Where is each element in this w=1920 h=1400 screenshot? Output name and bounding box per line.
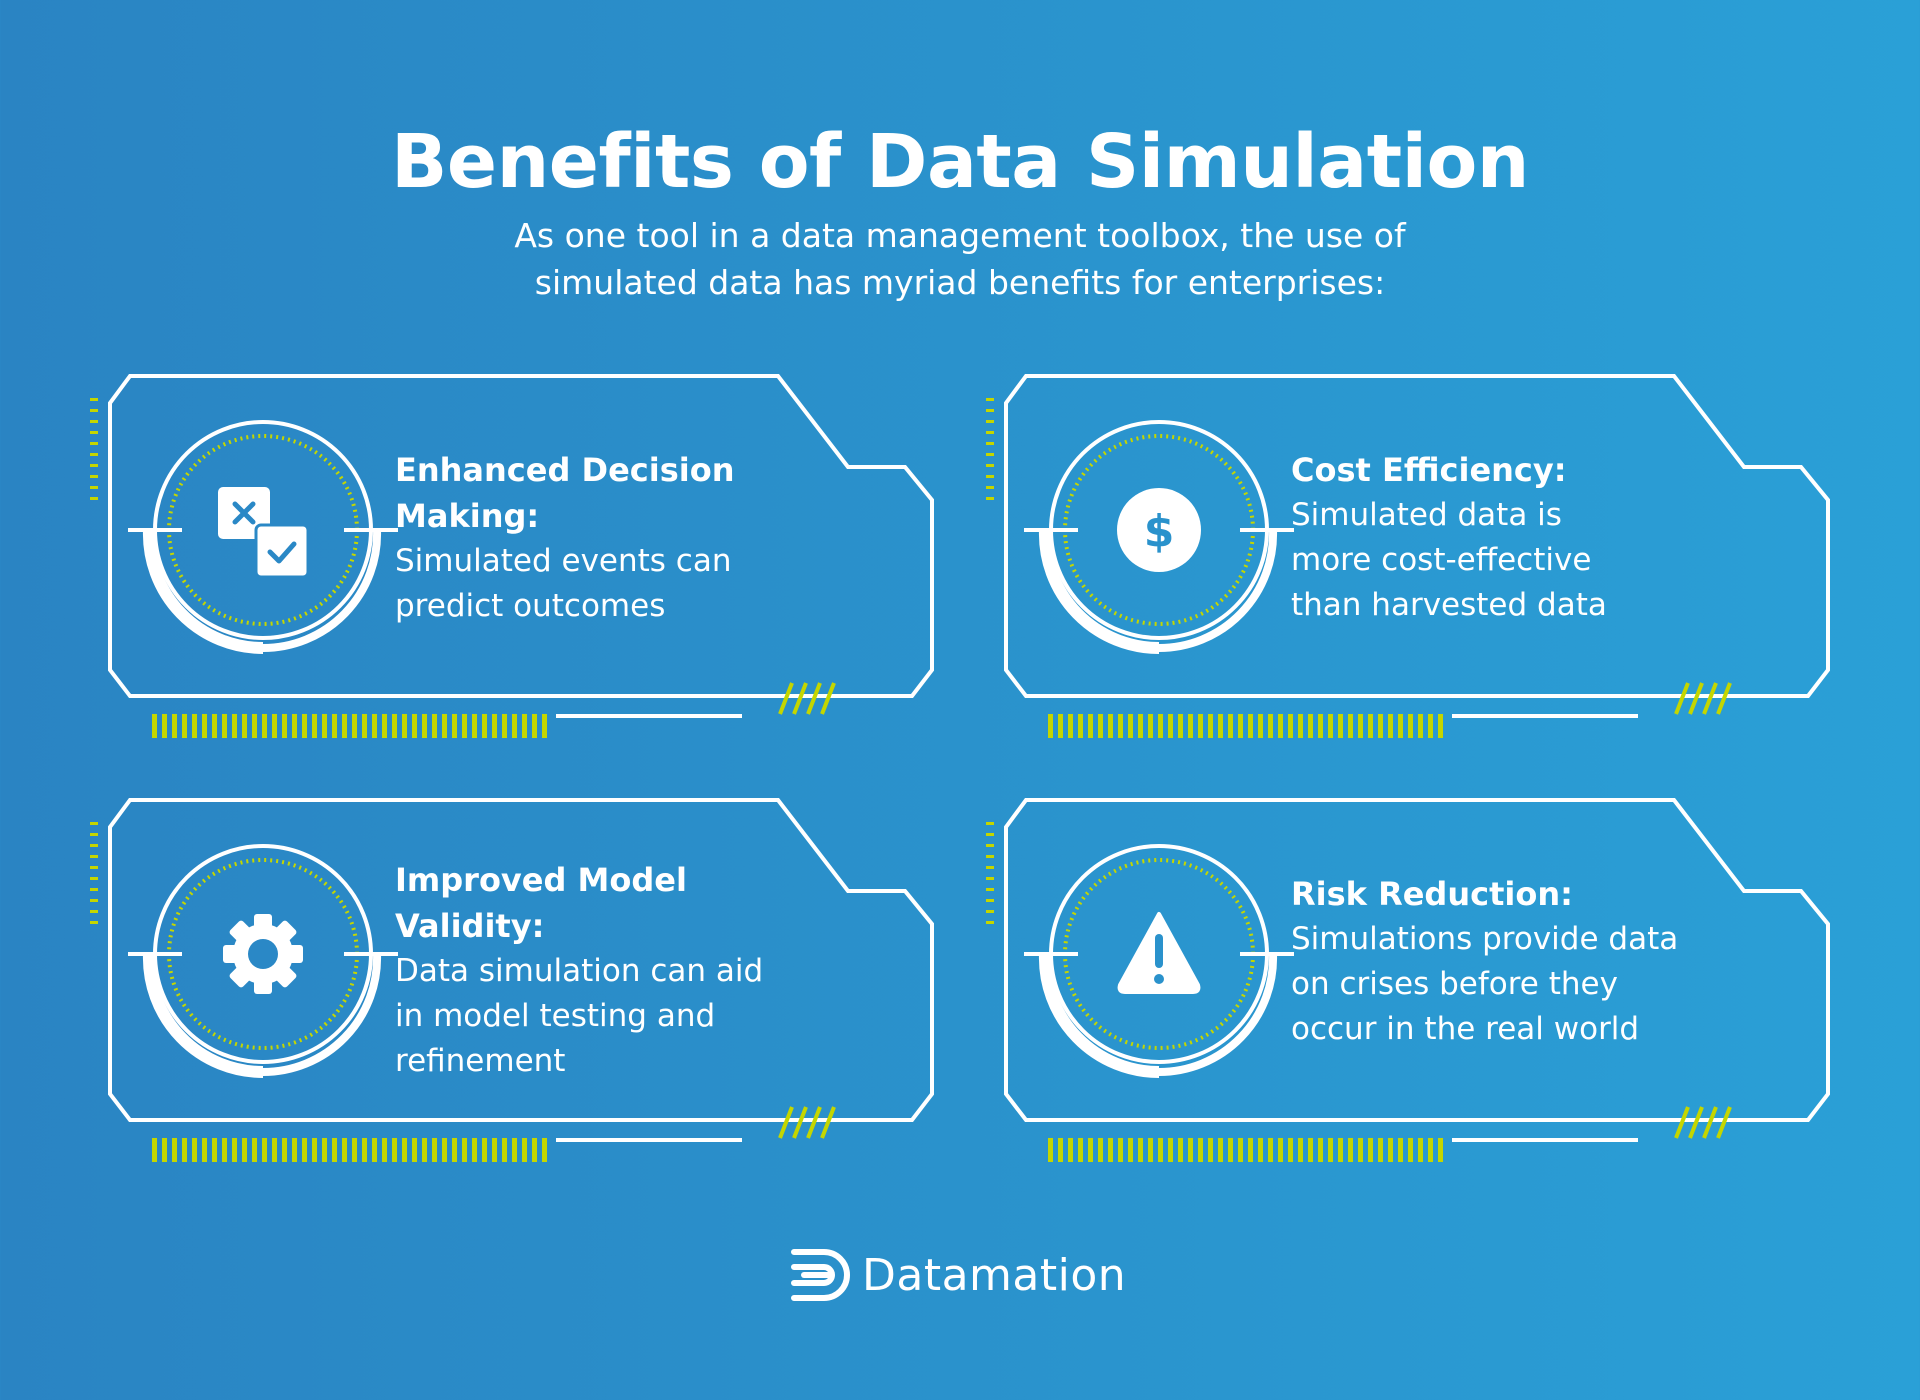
dash-marks-decoration [90,398,98,500]
card-text: Cost Efficiency: Simulated data is more … [1291,447,1731,628]
barcode-decoration [152,1138,547,1162]
card-title: Cost Efficiency: [1291,447,1731,493]
barcode-decoration [1048,714,1443,738]
card-frame [90,374,934,738]
gear-icon [223,914,303,994]
card-title-line: Validity: [395,907,545,945]
card-title-line: Cost Efficiency: [1291,451,1567,489]
card-title: Enhanced Decision Making: [395,447,835,539]
card-body-line: Simulations provide data [1291,921,1679,957]
benefit-card-decision-making: Enhanced Decision Making: Simulated even… [80,350,1040,770]
card-title: Risk Reduction: [1291,871,1731,917]
warning-icon [1117,912,1201,994]
card-frame [90,798,934,1162]
svg-text:$: $ [1144,506,1175,557]
card-body: Simulations provide data on crises befor… [1291,917,1731,1052]
barcode-decoration [152,714,547,738]
card-body-line: refinement [395,1043,566,1079]
slash-decoration [778,1106,836,1139]
card-text: Enhanced Decision Making: Simulated even… [395,447,835,629]
card-body: Simulated events can predict outcomes [395,539,835,629]
card-frame: $ [986,374,1830,738]
card-body-line: on crises before they [1291,966,1618,1002]
datamation-logo-icon [791,1249,850,1301]
benefit-card-cost-efficiency: $ Cost Efficiency: Simulated data is mor… [976,350,1920,770]
barcode-decoration [1048,1138,1443,1162]
benefit-card-model-validity: Improved Model Validity: Data simulation… [80,774,1040,1194]
brand-logo: Datamation [790,1245,1126,1305]
card-body-line: in model testing and [395,998,716,1034]
subtitle-line: As one tool in a data management toolbox… [514,216,1406,255]
dash-marks-decoration [986,398,994,500]
card-body-line: Simulated data is [1291,497,1562,533]
card-body-line: Data simulation can aid [395,953,764,989]
dash-marks-decoration [90,822,98,924]
page-subtitle: As one tool in a data management toolbox… [0,212,1920,306]
card-title-line: Risk Reduction: [1291,875,1573,913]
dollar-icon: $ [1117,488,1201,572]
card-text: Improved Model Validity: Data simulation… [395,857,835,1084]
target-ring-decoration [1024,420,1294,654]
card-text: Risk Reduction: Simulations provide data… [1291,871,1731,1052]
subtitle-line: simulated data has myriad benefits for e… [534,263,1386,302]
target-ring-decoration [128,420,398,654]
dash-marks-decoration [986,822,994,924]
card-body-line: Simulated events can [395,543,732,579]
benefit-card-risk-reduction: Risk Reduction: Simulations provide data… [976,774,1920,1194]
target-ring-decoration [1024,844,1294,1078]
card-title-line: Enhanced Decision [395,451,735,489]
page-title: Benefits of Data Simulation [391,119,1529,205]
target-ring-decoration [128,844,398,1078]
slash-decoration [1674,1106,1732,1139]
card-body-line: than harvested data [1291,587,1607,623]
card-body: Simulated data is more cost-effective th… [1291,493,1731,628]
decision-x-check-icon [218,487,310,579]
brand-name: Datamation [862,1249,1127,1301]
card-title-line: Improved Model [395,861,687,899]
card-body: Data simulation can aid in model testing… [395,949,835,1084]
card-title-line: Making: [395,497,540,535]
card-body-line: predict outcomes [395,588,666,624]
slash-decoration [778,682,836,715]
card-body-line: more cost-effective [1291,542,1592,578]
card-body-line: occur in the real world [1291,1011,1640,1047]
card-frame [986,798,1830,1162]
slash-decoration [1674,682,1732,715]
card-title: Improved Model Validity: [395,857,835,949]
